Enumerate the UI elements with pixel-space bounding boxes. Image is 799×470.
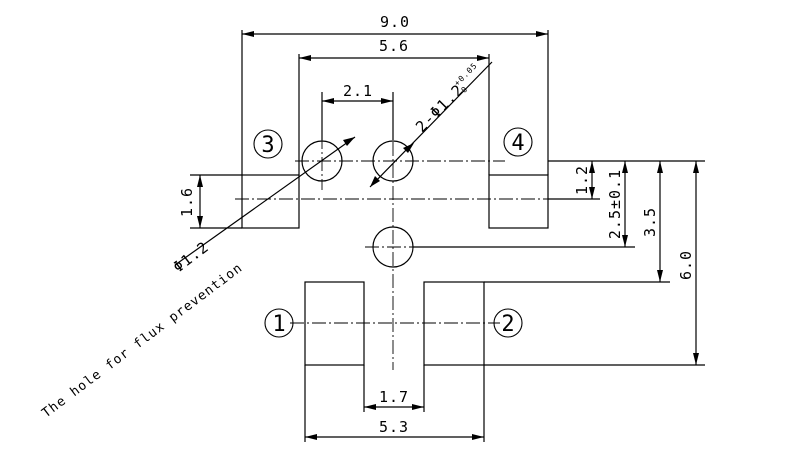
dim-pad-offset: 1.2 — [573, 165, 591, 195]
dim-pad-span: 5.3 — [379, 418, 409, 436]
dim-overall-width: 9.0 — [380, 13, 410, 31]
dim-center-hole-offset: 2.5±0.1 — [606, 169, 624, 239]
pad-1-label-circle — [264, 308, 294, 338]
pad-3-label: 3 — [261, 133, 274, 158]
pad-3-label-circle — [253, 129, 283, 159]
dim-hole-pitch: 2.1 — [343, 82, 373, 100]
dim-overall-height: 6.0 — [677, 250, 695, 280]
dim-hole-tolerance-upper: +0.05 — [452, 61, 479, 88]
pad-4-label-circle — [503, 127, 533, 157]
dim-hole-tolerance-lower: 0 — [459, 84, 469, 94]
dim-pad-row-offset: 3.5 — [641, 207, 659, 237]
dim-inner-width: 5.6 — [379, 37, 409, 55]
dim-pad-height: 1.6 — [178, 187, 196, 217]
pad-2-label: 2 — [501, 312, 514, 337]
pad-4-outline — [488, 174, 549, 229]
dim-pad-gap: 1.7 — [379, 388, 409, 406]
pad-3-outline — [241, 174, 300, 229]
pad-2-outline — [423, 281, 485, 366]
flux-prevention-note: The hole for flux prevention — [39, 260, 245, 421]
pad-2-label-circle — [493, 308, 523, 338]
pad-1-label: 1 — [272, 312, 285, 337]
pad-4-label: 4 — [511, 131, 524, 156]
pad-1-outline — [304, 281, 365, 366]
